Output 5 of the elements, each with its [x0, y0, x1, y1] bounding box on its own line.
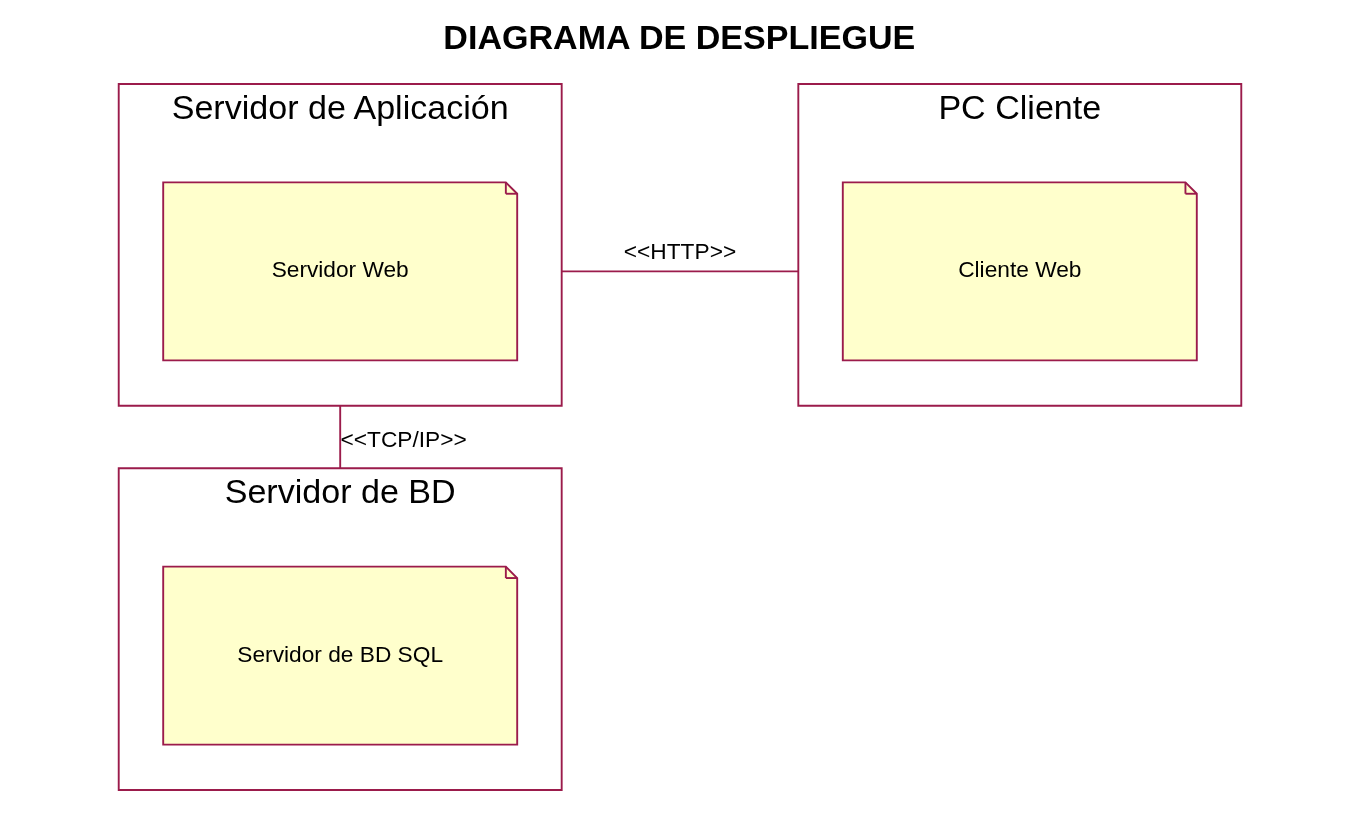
diagram-title: DIAGRAMA DE DESPLIEGUE — [442, 17, 915, 56]
edge-label: <<TCP/IP>> — [340, 425, 467, 452]
connector — [338, 404, 341, 470]
edge-label: <<HTTP>> — [623, 238, 736, 265]
connector — [560, 270, 799, 273]
